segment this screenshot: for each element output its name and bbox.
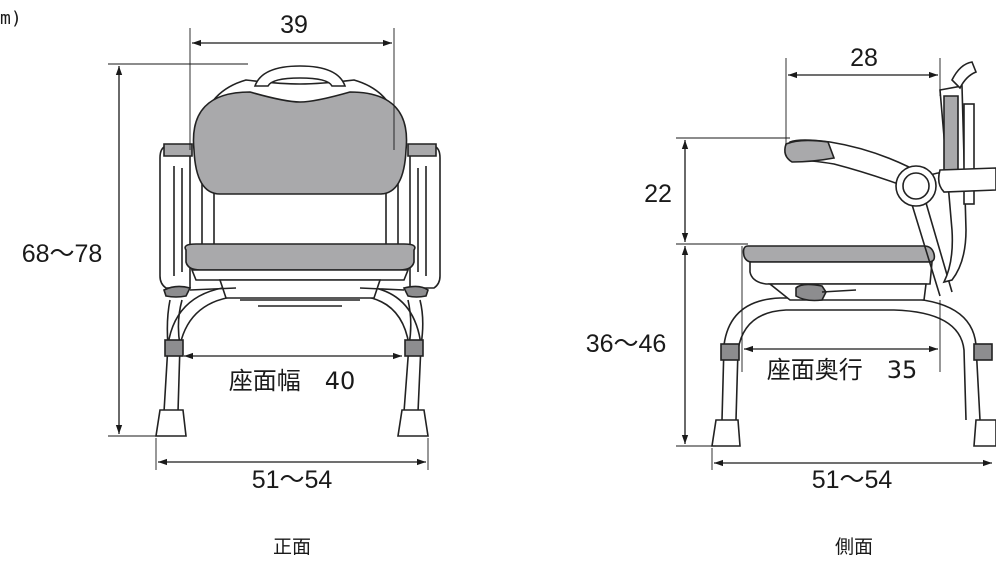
front-base-width-label: 51〜54 [252,466,333,494]
front-height-label: 68〜78 [22,240,103,268]
side-seat-height-label: 36〜46 [586,330,667,358]
front-chair-drawing [155,65,441,437]
side-caption: 側面 [835,536,873,558]
front-caption: 正面 [273,536,311,558]
front-seat-width-label: 座面幅 40 [229,367,356,395]
front-width-label: 39 [280,11,308,39]
side-arm-height-label: 22 [644,180,672,208]
side-armrest-depth-label: 28 [850,44,878,72]
unit-label: m) [0,8,22,29]
front-view: 39 68〜78 座面幅 40 51〜54 正面 [22,11,441,558]
side-base-width-label: 51〜54 [812,466,893,494]
side-view: 28 22 36〜46 座面奥行 35 51〜54 側面 [586,44,996,558]
side-chair-drawing [711,61,996,447]
side-seat-depth-label: 座面奥行 35 [767,356,918,384]
